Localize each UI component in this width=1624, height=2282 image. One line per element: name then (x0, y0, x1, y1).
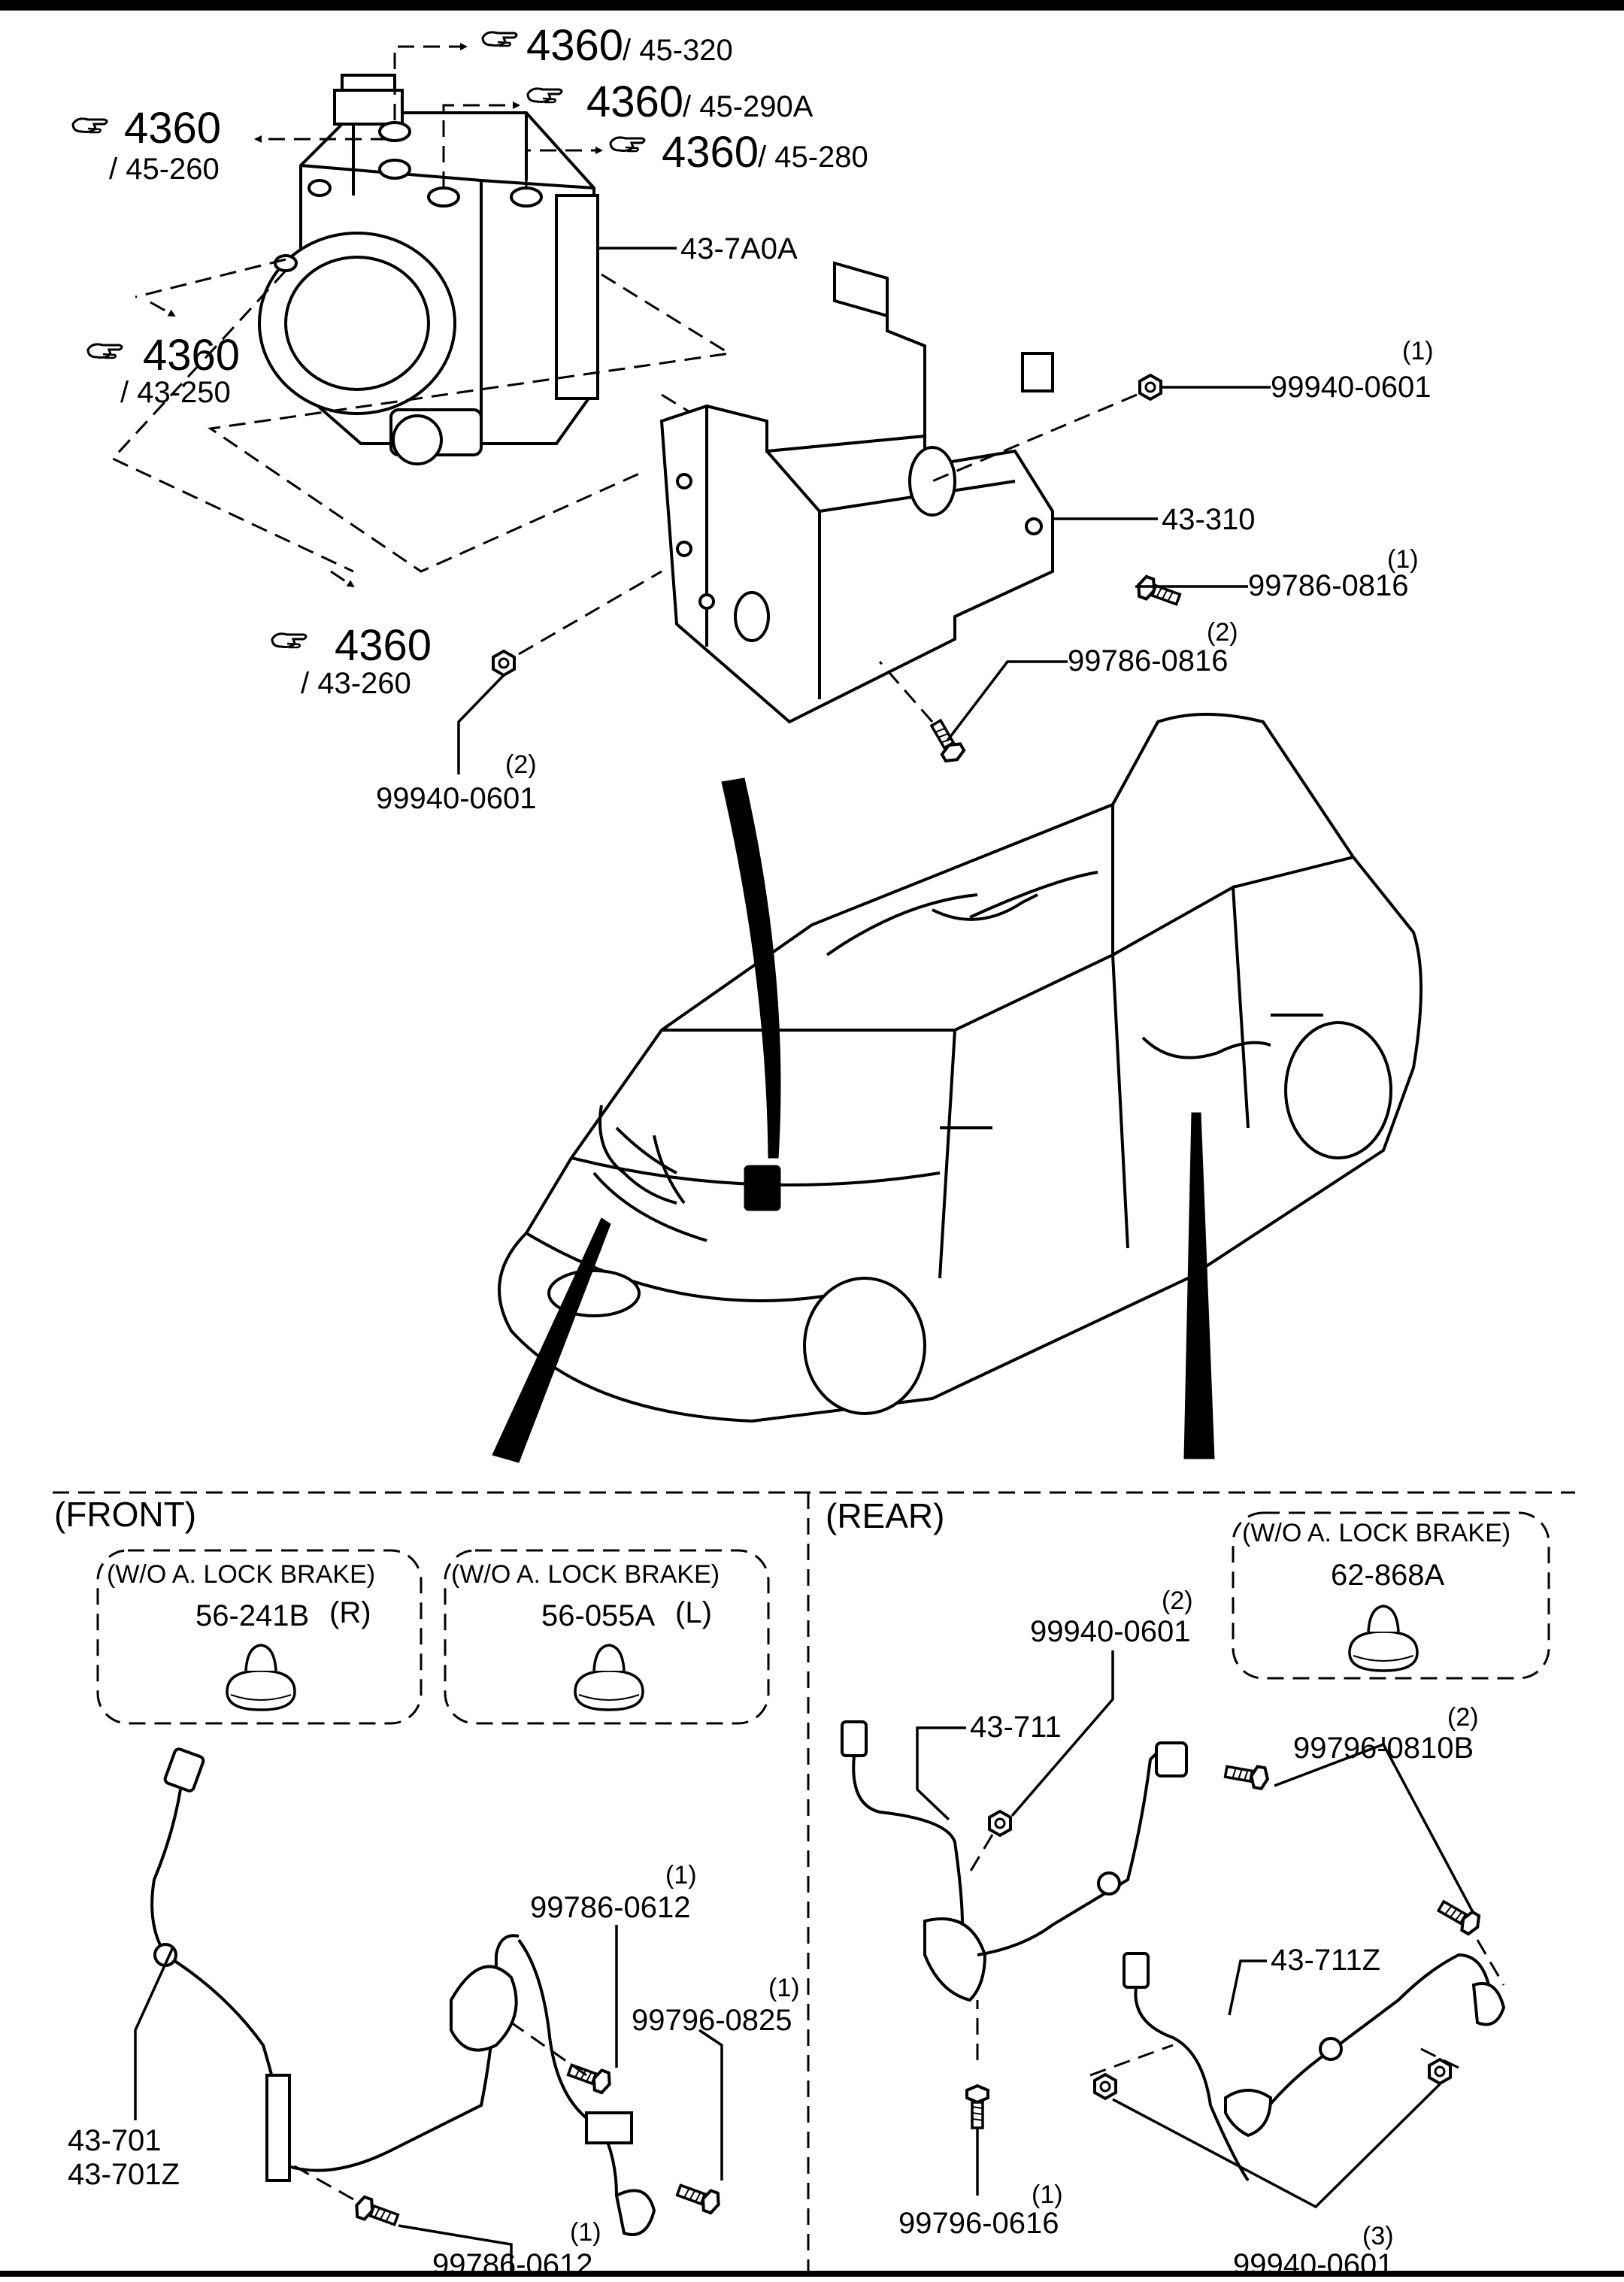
svg-text:(W/O A. LOCK BRAKE): (W/O A. LOCK BRAKE) (107, 1560, 375, 1589)
front-bolt-lower: (1) 99786-0612 (292, 2164, 601, 2281)
svg-text:99796-0616: 99796-0616 (898, 2207, 1059, 2240)
reference-r5: 4360 / 43-250 (86, 331, 240, 409)
pointer-wedges (492, 777, 1215, 1463)
svg-text:99940-0601: 99940-0601 (1233, 2248, 1394, 2281)
ref-page-r6: 4360 (335, 621, 432, 670)
ref-sub-r5: / 43-250 (120, 376, 231, 409)
reference-r1: 4360 / 45-320 (481, 21, 733, 70)
ref-page-r2: 4360 (586, 77, 683, 126)
nut-left: (2) 99940-0601 (376, 570, 662, 815)
bottom-rule (0, 2271, 1624, 2277)
rear-sensor-left: 43-711Z (1123, 1944, 1506, 2182)
ref-sub-r1: / 45-320 (623, 34, 733, 67)
svg-text:(L): (L) (675, 1596, 712, 1629)
ref-page-r5: 4360 (143, 331, 240, 380)
rear-bolt-lower: (1) 99796-0616 (898, 2000, 1063, 2240)
reference-r3: 4360 / 45-280 (609, 128, 868, 177)
svg-text:99940-0601: 99940-0601 (376, 782, 537, 815)
ref-sub-r2: / 45-290A (683, 90, 814, 123)
svg-text:99940-0601: 99940-0601 (1030, 1615, 1191, 1648)
ref-page-r4: 4360 (124, 104, 221, 153)
svg-text:(1): (1) (1402, 337, 1434, 365)
hydraulic-unit (258, 74, 599, 465)
svg-text:(1): (1) (1032, 2180, 1063, 2209)
svg-text:56-241B: 56-241B (195, 1599, 309, 1632)
rear-sensor-right: 43-711 (841, 1711, 1188, 2002)
svg-text:43-7A0A: 43-7A0A (680, 232, 798, 265)
svg-text:43-701: 43-701 (68, 2124, 162, 2157)
svg-text:(1): (1) (1387, 545, 1419, 574)
svg-text:99796-0810B: 99796-0810B (1293, 1732, 1474, 1765)
svg-text:43-701Z: 43-701Z (68, 2158, 180, 2191)
svg-text:(1): (1) (768, 1974, 800, 2002)
reference-r2: 4360 / 45-290A (526, 77, 814, 126)
svg-text:(2): (2) (505, 750, 537, 779)
hydraulic-unit-label: 43-7A0A (598, 232, 798, 265)
svg-text:62-868A: 62-868A (1331, 1559, 1445, 1592)
box-front-right: (W/O A. LOCK BRAKE) 56-241B (R) (96, 1549, 423, 1725)
svg-text:43-711Z: 43-711Z (1271, 1944, 1380, 1977)
bolt-lower: (2) 99786-0816 (878, 618, 1238, 767)
front-bolt-upper: (1) 99786-0612 (511, 1861, 697, 2096)
ref-page-r3: 4360 (662, 128, 759, 177)
reference-r6: 4360 / 43-260 (271, 621, 432, 700)
section-rear-title: (REAR) (826, 1496, 944, 1535)
svg-text:(R): (R) (329, 1596, 371, 1629)
svg-text:99786-0816: 99786-0816 (1068, 644, 1229, 677)
front-wheel-sensor: 43-701 43-701Z (68, 1747, 656, 2236)
bracket (659, 261, 1054, 724)
rear-nut-upper: (2) 99940-0601 (968, 1586, 1193, 1873)
section-front-title: (FRONT) (54, 1495, 196, 1534)
rear-nut-lower: (3) 99940-0601 (1089, 2044, 1459, 2281)
svg-text:99786-0612: 99786-0612 (530, 1891, 691, 1924)
svg-text:99796-0825: 99796-0825 (632, 2004, 792, 2037)
nut-top: (1) 99940-0601 (932, 337, 1434, 483)
svg-text:(2): (2) (1447, 1703, 1479, 1732)
top-rule (0, 0, 1624, 11)
ref-sub-r3: / 45-280 (758, 141, 868, 174)
svg-text:(2): (2) (1162, 1586, 1193, 1615)
svg-text:56-055A: 56-055A (541, 1599, 656, 1632)
front-bolt-mid: (1) 99796-0825 (632, 1974, 800, 2217)
box-rear: (W/O A. LOCK BRAKE) 62-868A (1232, 1511, 1550, 1680)
svg-text:99786-0612: 99786-0612 (432, 2248, 593, 2281)
vehicle-illustration (498, 713, 1423, 1423)
svg-text:(3): (3) (1362, 2222, 1394, 2250)
bracket-label: 43-310 (1053, 503, 1256, 536)
ref-sub-r6: / 43-260 (301, 667, 411, 700)
box-front-left: (W/O A. LOCK BRAKE) 56-055A (L) (444, 1549, 770, 1725)
rear-bolt-right: (2) 99796-0810B (1223, 1703, 1505, 1986)
svg-text:(W/O A. LOCK BRAKE): (W/O A. LOCK BRAKE) (1242, 1519, 1510, 1547)
svg-text:99786-0816: 99786-0816 (1248, 569, 1409, 602)
reference-r4: 4360 / 45-260 (71, 104, 221, 186)
svg-text:(1): (1) (665, 1861, 697, 1890)
svg-text:43-711: 43-711 (970, 1711, 1062, 1744)
bolt-right: (1) 99786-0816 (1133, 545, 1419, 611)
section-dividers (53, 1491, 1575, 2271)
svg-text:99940-0601: 99940-0601 (1271, 371, 1432, 404)
ref-page-r1: 4360 (526, 21, 623, 70)
ref-sub-r4: / 45-260 (109, 153, 220, 186)
svg-text:(2): (2) (1207, 618, 1238, 647)
svg-text:43-310: 43-310 (1162, 503, 1256, 536)
svg-text:(W/O A. LOCK BRAKE): (W/O A. LOCK BRAKE) (451, 1560, 720, 1589)
svg-text:(1): (1) (570, 2218, 601, 2247)
